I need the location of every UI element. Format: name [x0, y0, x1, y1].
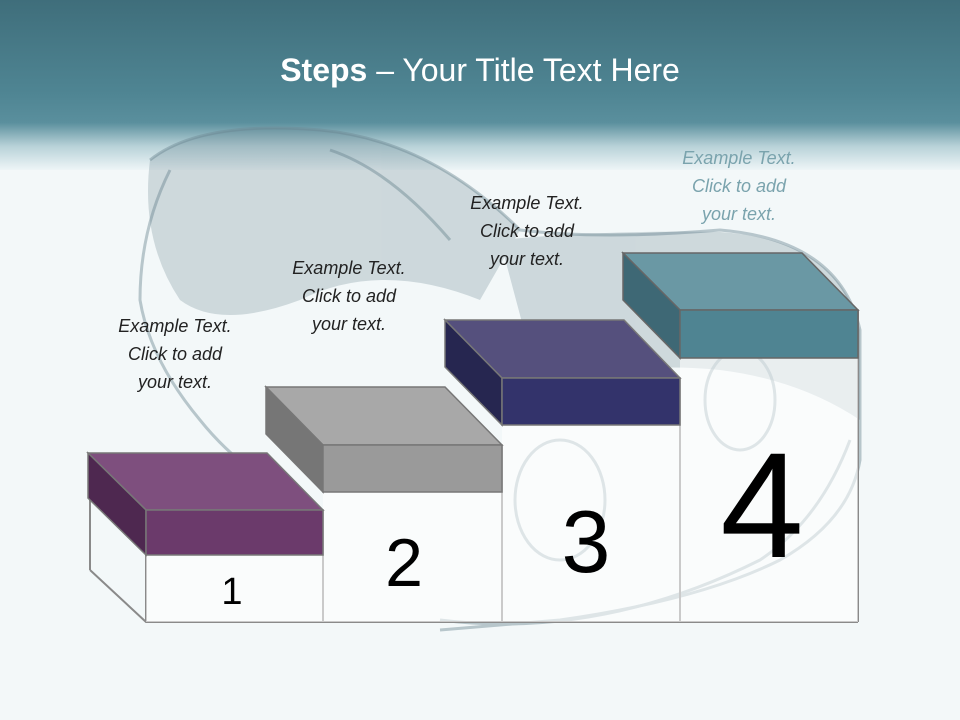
title-banner: [0, 0, 960, 170]
step-text-1[interactable]: Example Text. Click to add your text.: [90, 312, 260, 396]
step-text-1-content: Example Text. Click to add your text.: [118, 316, 232, 392]
step-block-3[interactable]: [443, 318, 682, 427]
step-block-4[interactable]: [621, 251, 860, 360]
step-text-3-content: Example Text. Click to add your text.: [470, 193, 584, 269]
step-block-2-front: [322, 444, 503, 493]
step-number-4: 4: [720, 421, 803, 589]
step-number-2: 2: [385, 525, 423, 601]
step-block-1-front: [145, 509, 324, 556]
step-block-4-front: [679, 309, 859, 359]
step-number-3: 3: [562, 492, 611, 591]
title-bold: Steps: [280, 52, 368, 88]
title-rest: – Your Title Text Here: [367, 52, 680, 88]
step-text-2[interactable]: Example Text. Click to add your text.: [264, 254, 434, 338]
step-block-3-front: [501, 377, 681, 426]
step-text-2-content: Example Text. Click to add your text.: [292, 258, 406, 334]
step-block-1[interactable]: [86, 451, 325, 557]
step-text-4-content: Example Text. Click to add your text.: [682, 148, 796, 224]
slide-title[interactable]: Steps – Your Title Text Here: [0, 52, 960, 89]
step-number-1: 1: [221, 571, 242, 613]
step-text-4[interactable]: Example Text. Click to add your text.: [654, 144, 824, 228]
step-block-2[interactable]: [264, 385, 504, 494]
step-text-3[interactable]: Example Text. Click to add your text.: [442, 189, 612, 273]
